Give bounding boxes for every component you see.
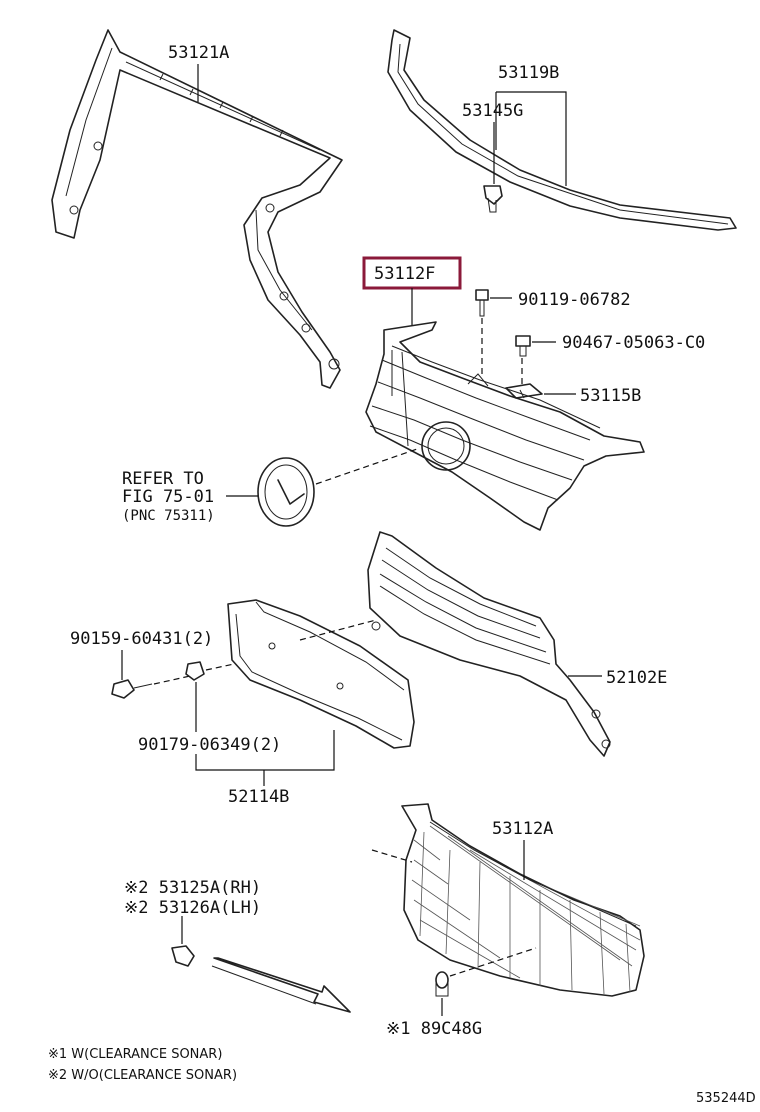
label-90467: 90467-05063-C0 xyxy=(562,333,705,353)
label-53121A: 53121A xyxy=(168,43,229,63)
sensor-89C48G[interactable] xyxy=(435,971,449,997)
label-refer-line2: FIG 75-01 xyxy=(122,487,214,507)
label-89C48G: ※1 89C48G xyxy=(386,1019,482,1039)
emblem[interactable] xyxy=(257,457,315,527)
direction-arrow xyxy=(213,957,351,1013)
label-53125A: ※2 53125A(RH) xyxy=(124,878,261,898)
label-52114B: 52114B xyxy=(228,787,289,807)
bracket-53115B[interactable] xyxy=(505,383,543,399)
clip-90467[interactable] xyxy=(515,335,531,357)
label-52102E: 52102E xyxy=(606,668,667,688)
label-53126A: ※2 53126A(LH) xyxy=(124,898,261,918)
dash-emblem xyxy=(315,447,421,485)
cover-52102E[interactable] xyxy=(367,531,611,757)
label-90179: 90179-06349(2) xyxy=(138,735,281,755)
dash-90159 xyxy=(153,675,191,685)
label-refer-line3: (PNC 75311) xyxy=(122,508,215,524)
leader-53119B xyxy=(495,91,567,186)
clip-53145G[interactable] xyxy=(483,185,503,213)
figure-code: 535244D xyxy=(696,1091,756,1106)
dash-53112A-2 xyxy=(449,947,537,977)
bracket-53125A-53126A[interactable] xyxy=(171,945,195,967)
note-2: ※2 W/O(CLEARANCE SONAR) xyxy=(48,1068,237,1083)
note-1: ※1 W(CLEARANCE SONAR) xyxy=(48,1047,222,1062)
grille-53112A[interactable] xyxy=(401,803,645,997)
bolt-90119[interactable] xyxy=(475,289,489,317)
label-53115B: 53115B xyxy=(580,386,641,406)
dash-52114B xyxy=(299,619,377,641)
dash-53112A-1 xyxy=(371,849,413,863)
label-53112F[interactable]: 53112F xyxy=(374,264,435,284)
molding-53121A[interactable] xyxy=(51,29,343,389)
label-53112A: 53112A xyxy=(492,819,553,839)
nut-90179[interactable] xyxy=(185,661,205,681)
leader-52114B xyxy=(195,730,335,786)
label-53119B: 53119B xyxy=(498,63,559,83)
grille-53112F[interactable] xyxy=(365,321,645,531)
screw-90159[interactable] xyxy=(111,679,153,699)
label-53145G: 53145G xyxy=(462,101,523,121)
molding-53119B[interactable] xyxy=(387,29,737,231)
dash-90179 xyxy=(205,663,235,671)
label-90159: 90159-60431(2) xyxy=(70,629,213,649)
label-90119: 90119-06782 xyxy=(518,290,631,310)
label-refer-line1: REFER TO xyxy=(122,469,204,489)
bracket-52114B[interactable] xyxy=(227,599,415,749)
